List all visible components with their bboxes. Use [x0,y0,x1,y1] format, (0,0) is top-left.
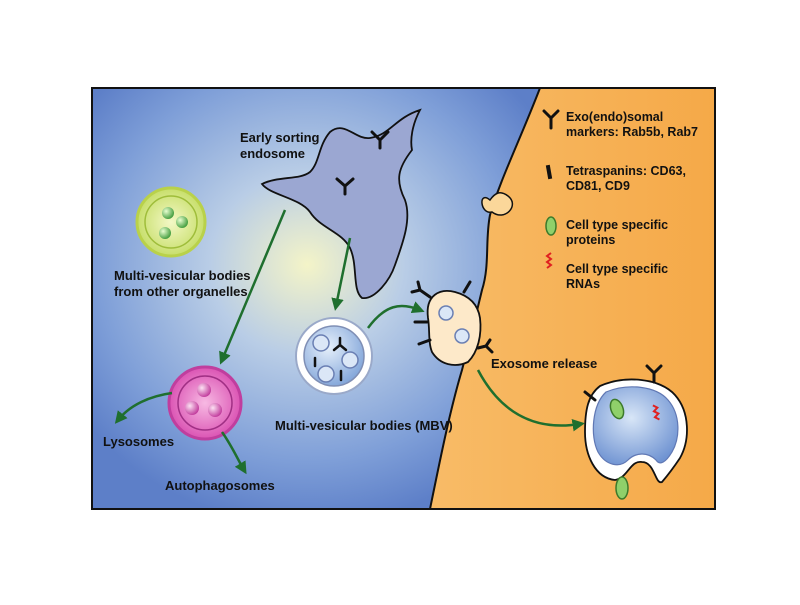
legend-line: markers: Rab5b, Rab7 [566,125,699,139]
label-lysosomes: Lysosomes [103,434,175,449]
legend-line: Exo(endo)somal [566,110,664,124]
legend-line: RNAs [566,277,601,291]
green-oval-protein-icon [545,216,557,236]
fusing-mvb [410,280,494,366]
legend-tetraspanins: Tetraspanins: CD63, CD81, CD9 [566,164,686,194]
legend-line: Tetraspanins: CD63, [566,164,686,178]
label-line: endosome [240,146,306,161]
arrow-exosome-release [476,369,585,432]
legend-line: proteins [566,233,616,247]
endosome-receptor-inner [335,177,355,196]
tetraspanin-bar-icon [545,164,553,180]
membrane-bud [481,192,514,216]
legend-line: Cell type specific [566,218,669,232]
endosome-receptor-top [370,130,390,150]
released-exosome [583,364,688,500]
y-receptor-icon [542,109,560,130]
red-squiggle-rna-icon [545,252,553,269]
legend-proteins: Cell type specific proteins [566,218,668,248]
arrow-to-lysosomes [114,391,173,424]
label-mvb-other-organelles: Multi-vesicular bodies from other organe… [114,268,251,300]
plasma-membrane [429,87,541,510]
label-autophagosomes: Autophagosomes [165,478,275,493]
label-mvb: Multi-vesicular bodies (MBV) [275,418,453,433]
label-line: Multi-vesicular bodies [114,268,251,283]
label-line: from other organelles [114,284,248,299]
label-exosome-release: Exosome release [491,356,598,371]
multi-vesicular-body [295,317,373,395]
diagram-frame [91,87,716,510]
arrow-endosome-to-mvb [331,237,352,311]
lysosome-mvb [167,365,243,441]
legend-markers: Exo(endo)somal markers: Rab5b, Rab7 [566,110,698,140]
arrow-endosome-to-lysosome [219,209,287,365]
label-line: Early sorting [240,130,320,145]
early-sorting-endosome [260,108,422,299]
pathway-arrows [114,209,585,475]
legend-rnas: Cell type specific RNAs [566,262,668,292]
mvb-other-organelles [135,186,207,258]
arrow-to-autophagosomes [220,431,247,475]
label-early-sorting-endosome: Early sorting endosome [240,130,319,162]
legend-line: CD81, CD9 [566,179,630,193]
arrow-mvb-to-membrane [366,301,425,329]
legend-line: Cell type specific [566,262,669,276]
